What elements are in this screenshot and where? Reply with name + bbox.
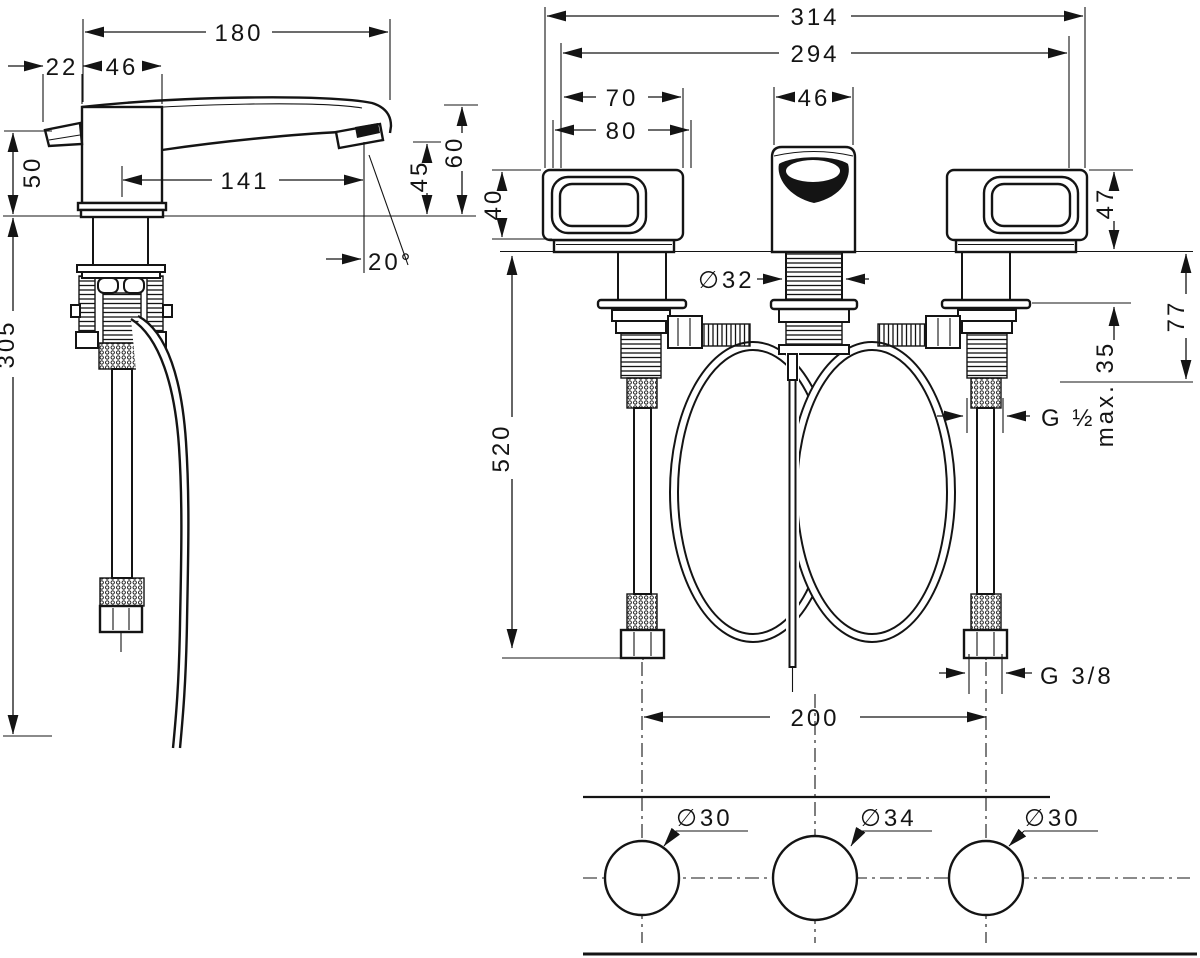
dim-front-294: 294: [560, 36, 1070, 168]
dim-front-520: 520: [488, 255, 640, 659]
dim-label-g38: G 3/8: [1040, 663, 1114, 690]
dim-label-520: 520: [488, 423, 515, 472]
dim-front-80: 80: [552, 118, 692, 168]
dim-label-22: 22: [46, 54, 79, 81]
left-valve-assembly: [611, 309, 751, 660]
dim-label-20deg: 20°: [368, 249, 413, 276]
dim-side-45: 45: [406, 141, 441, 215]
dim-side-angle: 20°: [326, 154, 413, 276]
dim-label-77: 77: [1163, 300, 1190, 333]
spout-underside: [161, 130, 341, 152]
dim-label-d30-right: ∅30: [1024, 805, 1081, 832]
dim-front-46: 46: [773, 85, 854, 145]
dim-label-45: 45: [406, 160, 433, 193]
right-hose-nut: [962, 628, 1009, 660]
dim-front-d32: ∅32: [698, 267, 869, 294]
dim-label-180: 180: [214, 20, 263, 47]
dim-label-d32: ∅32: [698, 267, 755, 294]
hose-loops: [669, 341, 956, 643]
dim-side-22-46: 22 46: [8, 54, 163, 122]
dim-label-46-side: 46: [106, 54, 139, 81]
side-view: 180 22 46 50 305 141: [0, 19, 478, 749]
dim-label-200: 200: [790, 705, 839, 732]
label-right-hole: ∅30: [1008, 805, 1098, 847]
dim-label-314: 314: [790, 4, 839, 31]
label-left-hole: ∅30: [663, 805, 748, 847]
dim-front-g12: G ½: [937, 398, 1095, 433]
dim-label-max35: max. 35: [1092, 341, 1119, 447]
center-hole: [771, 834, 859, 922]
right-handle: [940, 168, 1089, 310]
dim-label-60: 60: [441, 136, 468, 169]
dim-label-50: 50: [19, 156, 46, 189]
dim-front-40: 40: [480, 169, 552, 240]
dim-front-77: 77: [1060, 253, 1193, 383]
dim-side-141: 141: [122, 142, 365, 273]
right-hole: [947, 839, 1025, 917]
popup-rod: [788, 379, 797, 668]
left-escutcheon: [596, 298, 688, 310]
side-faucet-body: [43, 96, 393, 219]
dim-side-180: 180: [82, 19, 391, 102]
dim-front-max35: max. 35: [1032, 302, 1131, 447]
dim-label-80: 80: [606, 118, 639, 145]
dim-label-d34: ∅34: [860, 805, 917, 832]
dim-label-40: 40: [480, 188, 507, 221]
left-hole: [603, 839, 681, 917]
dim-side-60: 60: [441, 104, 478, 215]
dim-label-47: 47: [1092, 187, 1119, 220]
dim-front-47: 47: [1089, 169, 1133, 250]
side-mounting-hardware: [70, 216, 190, 749]
dim-side-305: 305: [0, 217, 52, 737]
right-escutcheon: [940, 298, 1032, 310]
dim-label-46-front: 46: [798, 85, 831, 112]
spout-flange: [769, 298, 859, 311]
dim-label-141: 141: [220, 168, 269, 195]
side-hose-nut: [98, 604, 144, 634]
dim-label-g12: G ½: [1041, 405, 1095, 432]
hole-layout-view: ∅30 ∅34 ∅30: [583, 662, 1197, 956]
dim-label-294: 294: [790, 41, 839, 68]
dim-front-200: 200: [643, 705, 987, 732]
lever-handle: [43, 121, 84, 148]
dim-front-314: 314: [544, 4, 1086, 168]
left-handle: [541, 168, 688, 310]
label-center-hole: ∅34: [850, 805, 932, 847]
center-spout: [769, 145, 859, 311]
dim-label-70: 70: [606, 85, 639, 112]
dim-side-50: 50: [4, 130, 52, 215]
center-tee-assembly: [778, 308, 850, 692]
left-hose-nut: [619, 628, 666, 660]
dim-label-d30-left: ∅30: [676, 805, 733, 832]
dim-front-g38: G 3/8: [939, 654, 1114, 694]
front-view: 314 294 70 80 46: [480, 4, 1193, 732]
right-valve-assembly: [877, 309, 1017, 660]
dim-label-305: 305: [0, 319, 20, 368]
